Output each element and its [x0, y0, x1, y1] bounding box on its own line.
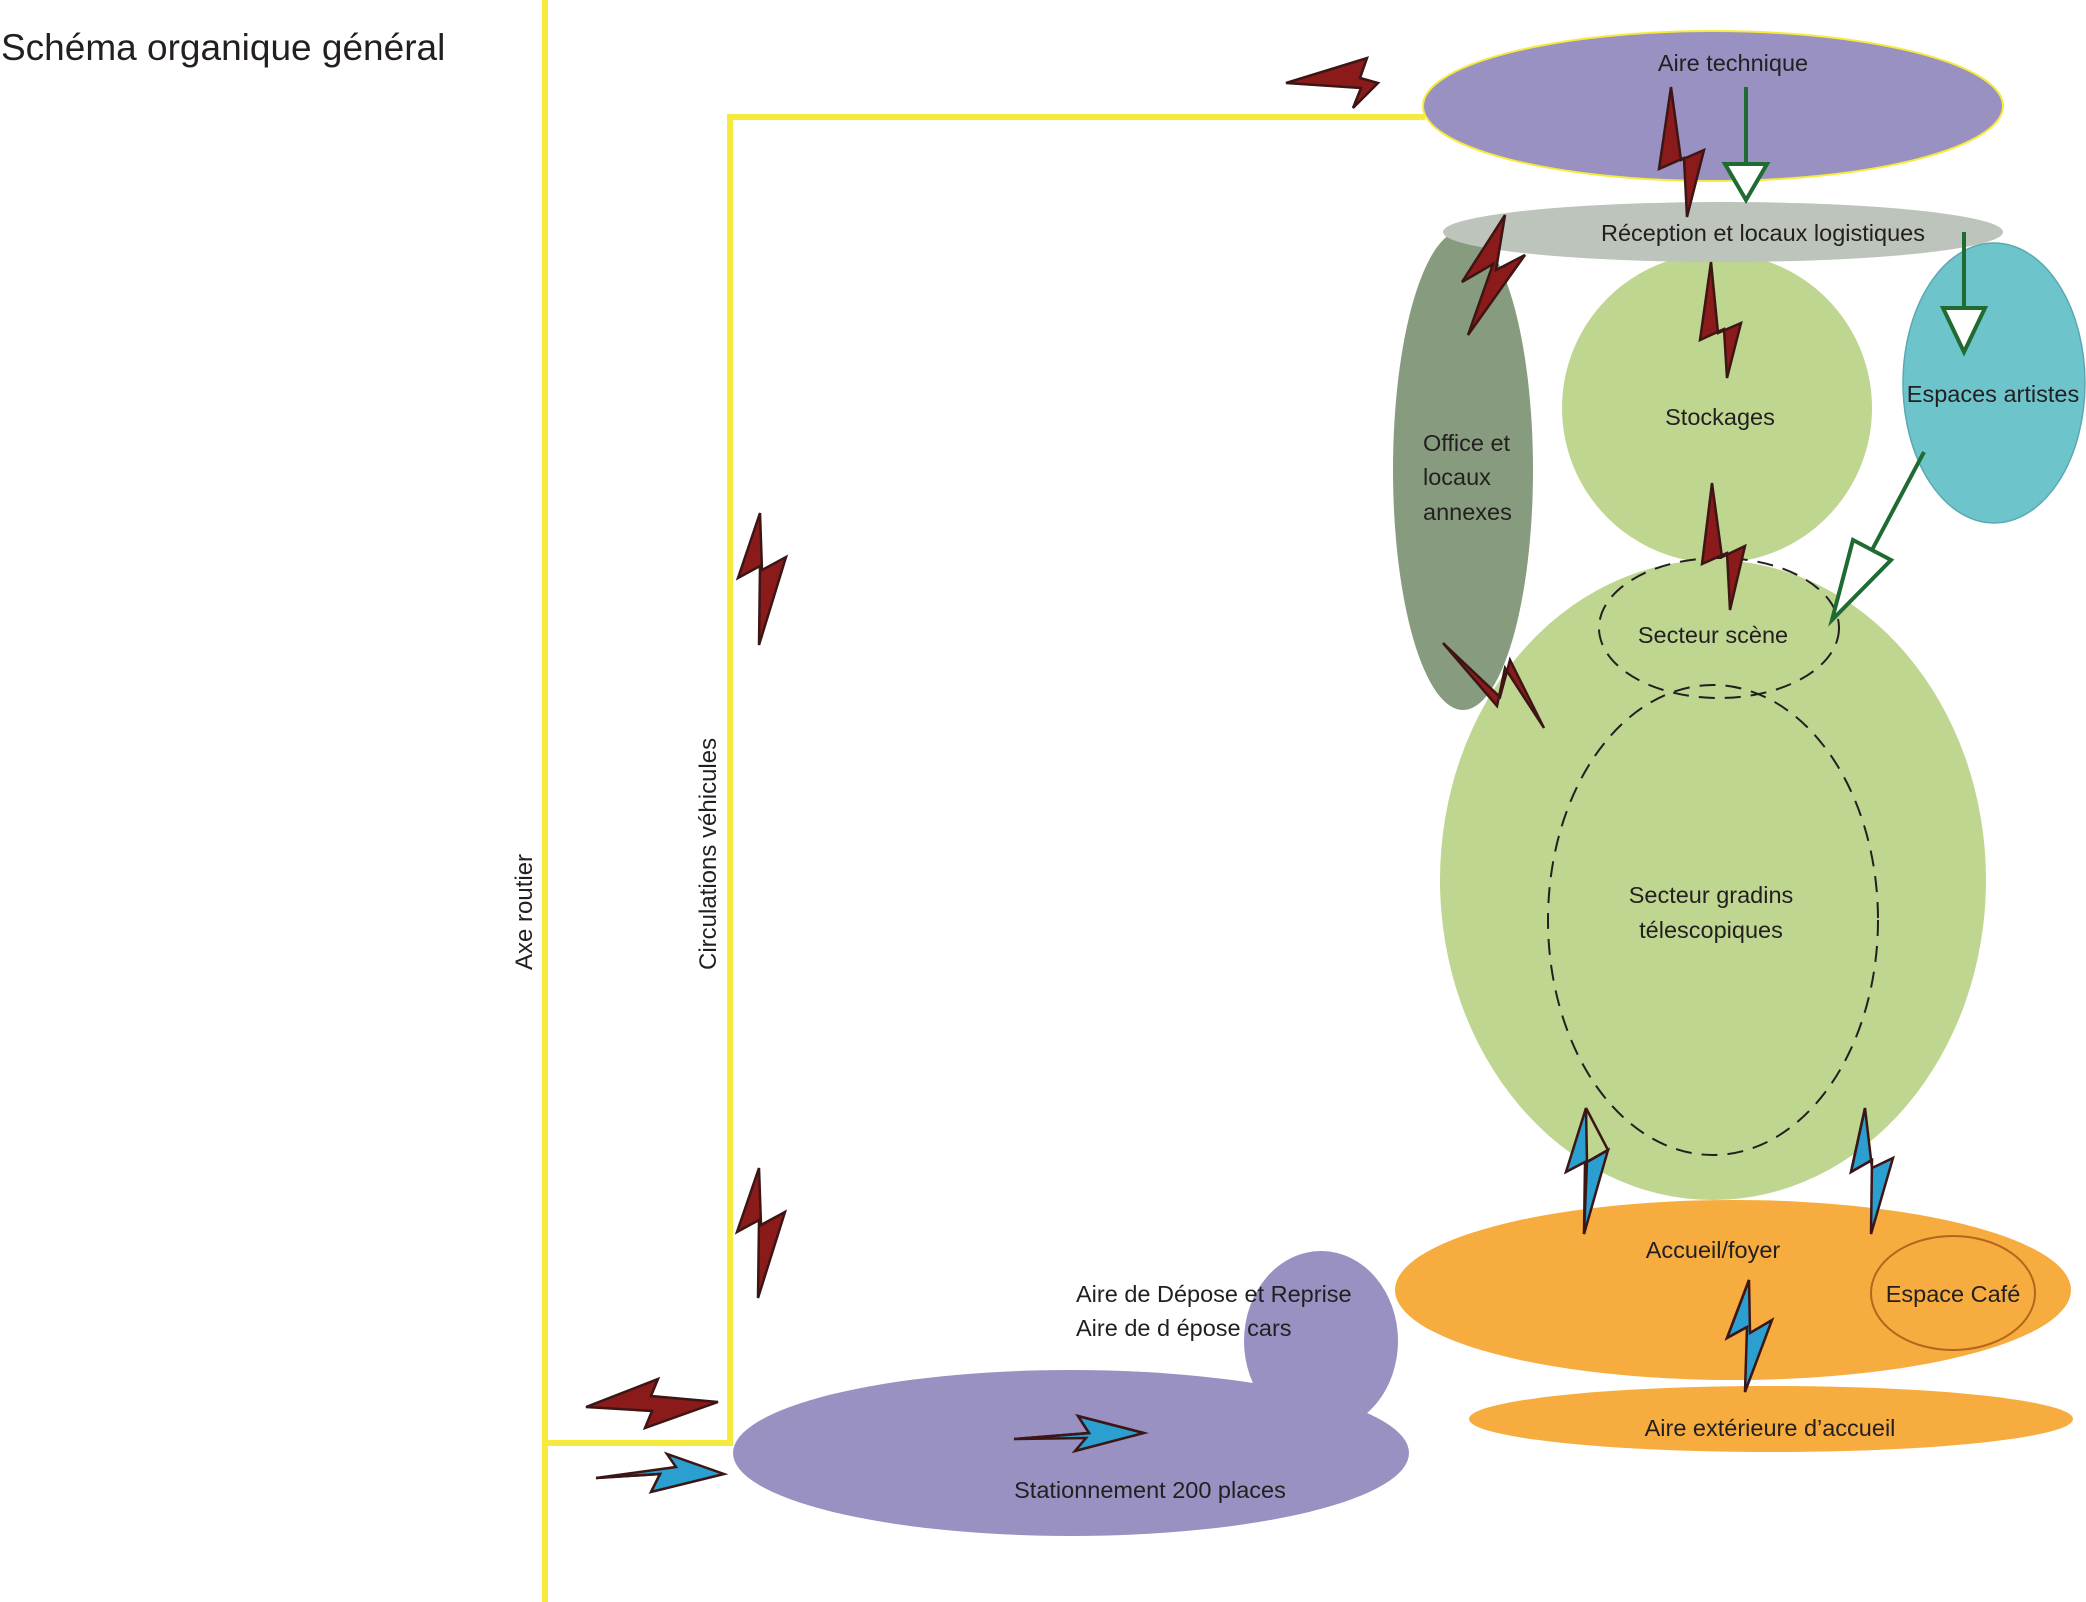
reception-label: Réception et locaux logistiques: [1601, 220, 1925, 246]
blue-red-lightning-icon: [595, 1451, 729, 1494]
green-arrow-icon: [1939, 232, 1989, 357]
dark-red-lightning-icon: [1285, 56, 1381, 109]
secteur-gradins-boundary: [1547, 684, 1879, 1156]
secteur-scene-label: Secteur scène: [1638, 622, 1788, 648]
link-symbols: [585, 56, 1895, 1494]
aire-exterieure-zone: [1469, 1386, 2073, 1452]
depose-label-line2: Aire de d épose cars: [1076, 1315, 1292, 1341]
stationnement-label: Stationnement 200 places: [1014, 1477, 1286, 1503]
accueil-label: Accueil/foyer: [1646, 1237, 1781, 1263]
espace-cafe-zone: [1870, 1235, 2036, 1351]
blue-red-lightning-icon: [1563, 1107, 1611, 1235]
blue-red-lightning-icon: [1849, 1107, 1895, 1235]
office-zone: [1393, 230, 1533, 710]
green-arrow-icon: [1828, 451, 1926, 627]
blue-red-lightning-icon: [1013, 1413, 1149, 1454]
dark-red-lightning-icon: [735, 512, 789, 646]
diagram-title: Schéma organique général: [1, 27, 445, 68]
vehicle-circulation-line: [545, 114, 1425, 1446]
dark-red-lightning-icon: [1698, 261, 1743, 379]
espace-cafe-label: Espace Café: [1886, 1281, 2021, 1307]
aire-technique-zone: [1422, 30, 2004, 182]
main-hall-zone: [1440, 560, 1986, 1200]
secteur-gradins-label-line1: Secteur gradins: [1629, 882, 1794, 908]
secteur-gradins-label-line2: télescopiques: [1639, 917, 1783, 943]
parking-zone: [733, 1251, 1409, 1536]
espaces-artistes-label: Espaces artistes: [1907, 381, 2079, 407]
office-label-line3: annexes: [1423, 499, 1512, 525]
road-network: [542, 0, 1425, 1602]
dark-red-lightning-icon: [1657, 86, 1706, 218]
depose-label-line1: Aire de Dépose et Reprise: [1076, 1281, 1352, 1307]
dark-red-lightning-icon: [1460, 214, 1527, 336]
secteur-scene-boundary: [1598, 557, 1840, 699]
aire-exterieure-label: Aire extérieure d’accueil: [1645, 1415, 1896, 1441]
dark-red-lightning-icon: [1442, 642, 1546, 729]
blue-red-lightning-icon: [1724, 1279, 1775, 1393]
accueil-zone: [1395, 1200, 2071, 1380]
flow-arrows: [1721, 87, 1989, 627]
circulations-label: Circulations véhicules: [695, 738, 722, 970]
office-label-line1: Office et: [1423, 430, 1511, 456]
axe-routier-label: Axe routier: [511, 854, 538, 970]
stockages-zone: [1562, 253, 1872, 563]
aire-technique-label: Aire technique: [1658, 50, 1808, 76]
green-arrow-icon: [1721, 87, 1771, 204]
dark-red-lightning-icon: [585, 1376, 719, 1431]
dark-red-lightning-icon: [734, 1167, 788, 1299]
office-label-line2: locaux: [1423, 464, 1491, 490]
stockages-label: Stockages: [1665, 404, 1775, 430]
reception-zone: [1443, 202, 2003, 262]
dark-red-lightning-icon: [1700, 482, 1747, 611]
